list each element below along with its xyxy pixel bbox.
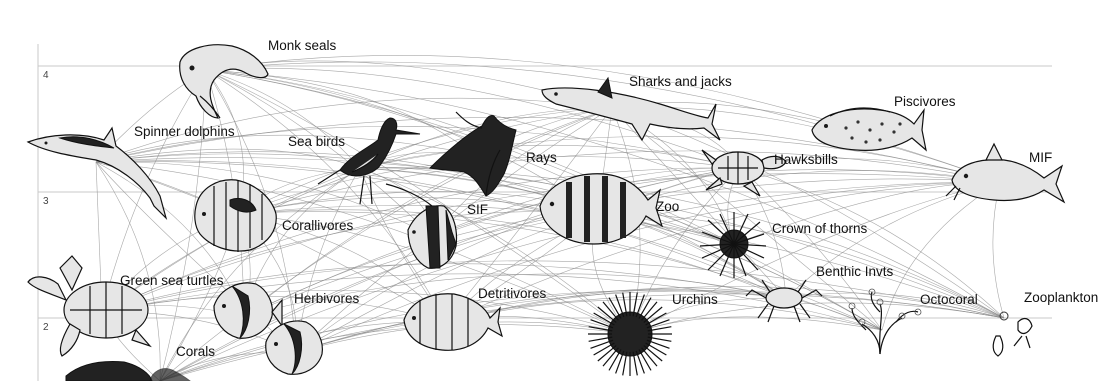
- label-octocoral: Octocoral: [920, 292, 978, 307]
- label-sea-birds: Sea birds: [288, 134, 345, 149]
- label-zooplankton: Zooplankton: [1024, 290, 1098, 305]
- sergeant-major-fish-icon: [540, 174, 662, 244]
- label-green-sea-turtles: Green sea turtles: [120, 273, 224, 288]
- urchin-spine: [647, 340, 670, 348]
- label-hawksbills: Hawksbills: [774, 152, 838, 167]
- label-piscivores: Piscivores: [894, 94, 956, 109]
- grouper-icon: [812, 108, 926, 150]
- manta-ray-icon: [430, 112, 516, 196]
- plankton-icon: [993, 312, 1032, 356]
- tick-2: 2: [43, 322, 49, 333]
- label-monk-seals: Monk seals: [268, 38, 337, 53]
- feeding-link: [96, 162, 630, 334]
- feeding-link: [786, 182, 1000, 298]
- label-benthic-invts: Benthic Invts: [816, 264, 894, 279]
- label-detritivores: Detritivores: [478, 286, 547, 301]
- label-sharks-and-jacks: Sharks and jacks: [629, 74, 732, 89]
- crown-of-thorns-starfish-icon: [700, 212, 766, 278]
- sea-urchin-icon: [588, 292, 672, 376]
- urchin-spine: [636, 351, 644, 374]
- label-spinner-dolphins: Spinner dolphins: [134, 124, 235, 139]
- label-herbivores: Herbivores: [294, 291, 360, 306]
- label-zoo: Zoo: [656, 199, 679, 214]
- feeding-link: [993, 182, 1004, 318]
- label-mif: MIF: [1029, 150, 1052, 165]
- urchin-spine: [616, 295, 624, 318]
- urchin-spine: [591, 340, 614, 348]
- urchin-spine: [616, 351, 624, 374]
- label-sif: SIF: [467, 202, 488, 217]
- label-rays: Rays: [526, 150, 557, 165]
- crab-icon: [746, 280, 822, 322]
- tick-3: 3: [43, 196, 49, 207]
- urchin-spine: [636, 295, 644, 318]
- label-corals: Corals: [176, 344, 215, 359]
- coral-icon: [150, 369, 190, 381]
- dolphin-icon: [28, 128, 166, 218]
- feeding-link: [102, 290, 630, 334]
- label-corallivores: Corallivores: [282, 218, 354, 233]
- label-crown-of-thorns: Crown of thorns: [772, 221, 868, 236]
- label-urchins: Urchins: [672, 292, 718, 307]
- tick-4: 4: [43, 70, 49, 81]
- feeding-link: [96, 135, 474, 162]
